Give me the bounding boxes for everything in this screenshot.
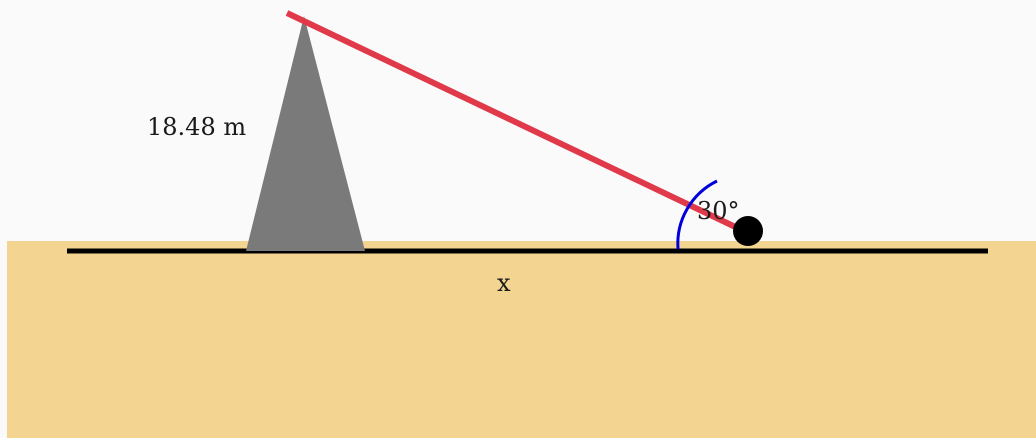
line-of-sight — [285, 10, 750, 236]
base-label: x — [497, 269, 511, 297]
angle-label: 30° — [697, 197, 740, 225]
ground — [7, 241, 1036, 438]
observer-point — [733, 216, 763, 246]
angle-arc — [676, 179, 718, 250]
tower — [246, 16, 365, 251]
height-label: 18.48 m — [147, 113, 246, 141]
